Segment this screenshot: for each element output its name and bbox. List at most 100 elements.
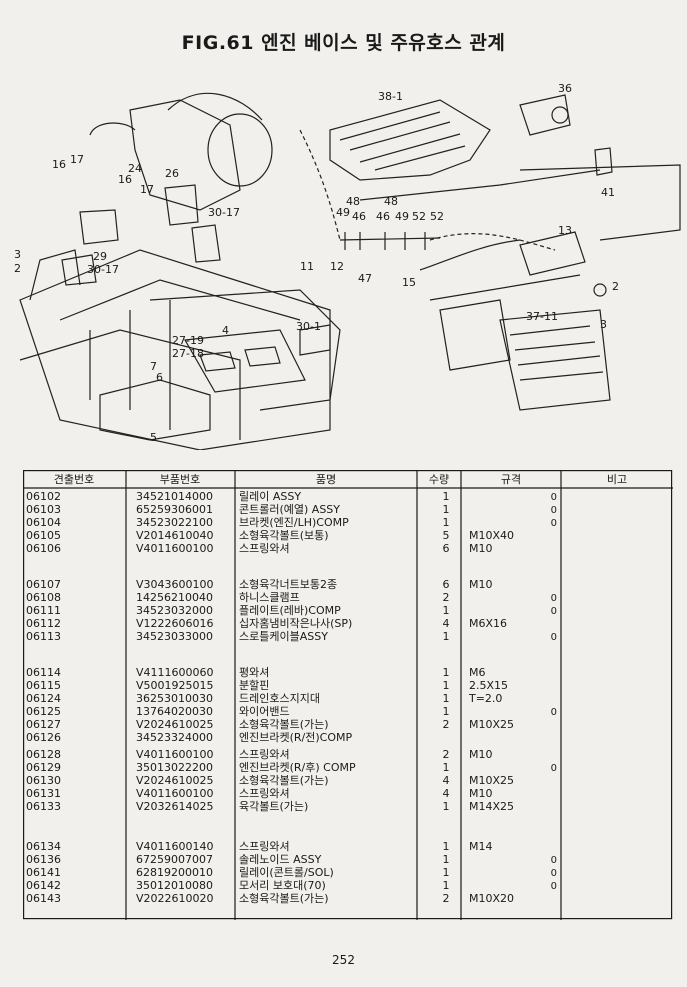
cell-part-no: 34523033000 [136,630,213,643]
cell-name: 육각볼트(가는) [239,800,308,813]
cell-part-no: 34523324000 [136,731,213,744]
callout: 48 [384,195,398,208]
cell-name: 하니스클램프 [239,590,300,604]
callout: 17 [140,183,154,196]
cell-code: 06108 [26,591,61,604]
cell-part-no: 34521014000 [136,490,213,503]
cell-spec: M10X25 [469,774,514,787]
callout-labels: 38-1 36 16 17 24 16 17 26 41 30-17 48 48… [52,82,619,444]
callout: 7 [150,360,157,373]
callout: 11 [300,260,314,273]
callout: 49 [395,210,409,223]
cell-part-no: 34523032000 [136,604,213,617]
cell-part-no: V4011600100 [136,787,214,800]
cell-code: 06126 [26,731,61,744]
cell-part-no: V4011600140 [136,840,214,853]
callout: 36 [558,82,572,95]
cell-code: 06127 [26,718,61,731]
cell-code: 06103 [26,503,61,516]
cell-spec: M10 [469,748,493,761]
callout: 16 [52,158,66,171]
cell-spec: M14 [469,840,493,853]
cell-code: 06112 [26,617,61,630]
cell-part-no: V2024610025 [136,774,214,787]
cell-qty: 1 [443,879,450,892]
cell-name: 스프링와셔 [239,840,290,853]
cell-qty: 4 [443,787,450,800]
cell-mark: 0 [551,593,557,604]
cell-name: 엔진브라켓(R/전)COMP [239,731,352,744]
callout: 3 [600,318,607,331]
cell-part-no: V4011600100 [136,748,214,761]
cell-qty: 1 [443,490,450,503]
callout: 52 [430,210,444,223]
cell-name: 스프링와셔 [239,787,290,800]
cell-code: 06134 [26,840,61,853]
cell-name: 소형육각볼트(가는) [239,892,329,905]
cell-code: 06125 [26,705,61,718]
callout: 30-17 [87,263,119,276]
cell-mark: 0 [551,632,557,643]
cell-code: 06107 [26,578,61,591]
cell-part-no: V2022610020 [136,892,214,905]
callout: 17 [70,153,84,166]
cell-spec: M6 [469,666,486,679]
cell-name: 소형육각너트보통2종 [239,578,337,591]
callout: 15 [402,276,416,289]
cell-part-no: 13764020030 [136,705,213,718]
cell-spec: M6X16 [469,617,507,630]
cell-name: 스로틀케이블ASSY [239,630,328,643]
cell-mark: 0 [551,763,557,774]
cell-spec: M10X20 [469,892,514,905]
cell-spec: M10X40 [469,529,514,542]
callout: 12 [330,260,344,273]
cell-name: 스프링와셔 [239,748,290,761]
cell-name: 플레이트(레바)COMP [239,604,341,617]
cell-part-no: 14256210040 [136,591,213,604]
cell-part-no: 67259007007 [136,853,213,866]
cell-name: 십자홈냄비작은나사(SP) [239,616,352,630]
cell-part-no: V5001925015 [136,679,214,692]
cell-code: 06105 [26,529,61,542]
cell-qty: 1 [443,666,450,679]
cell-name: 엔진브라켓(R/후) COMP [239,761,356,774]
header-qty: 수량 [429,473,449,486]
callout: 26 [165,167,179,180]
cell-qty: 4 [443,774,450,787]
callout: 24 [128,162,142,175]
cell-code: 06104 [26,516,61,529]
cell-mark: 0 [551,881,557,892]
header-name: 품명 [316,473,336,486]
cell-part-no: 35012010080 [136,879,213,892]
callout: 30-17 [208,206,240,219]
callout: 46 [352,210,366,223]
cell-code: 06143 [26,892,61,905]
cell-code: 06130 [26,774,61,787]
callout: 13 [558,224,572,237]
callout: 49 [336,206,350,219]
callout: 4 [222,324,229,337]
cell-name: 콘트롤러(예열) ASSY [239,503,340,516]
cell-name: 모서리 보호대(70) [239,879,326,892]
callout: 16 [118,173,132,186]
cell-qty: 6 [443,542,450,555]
